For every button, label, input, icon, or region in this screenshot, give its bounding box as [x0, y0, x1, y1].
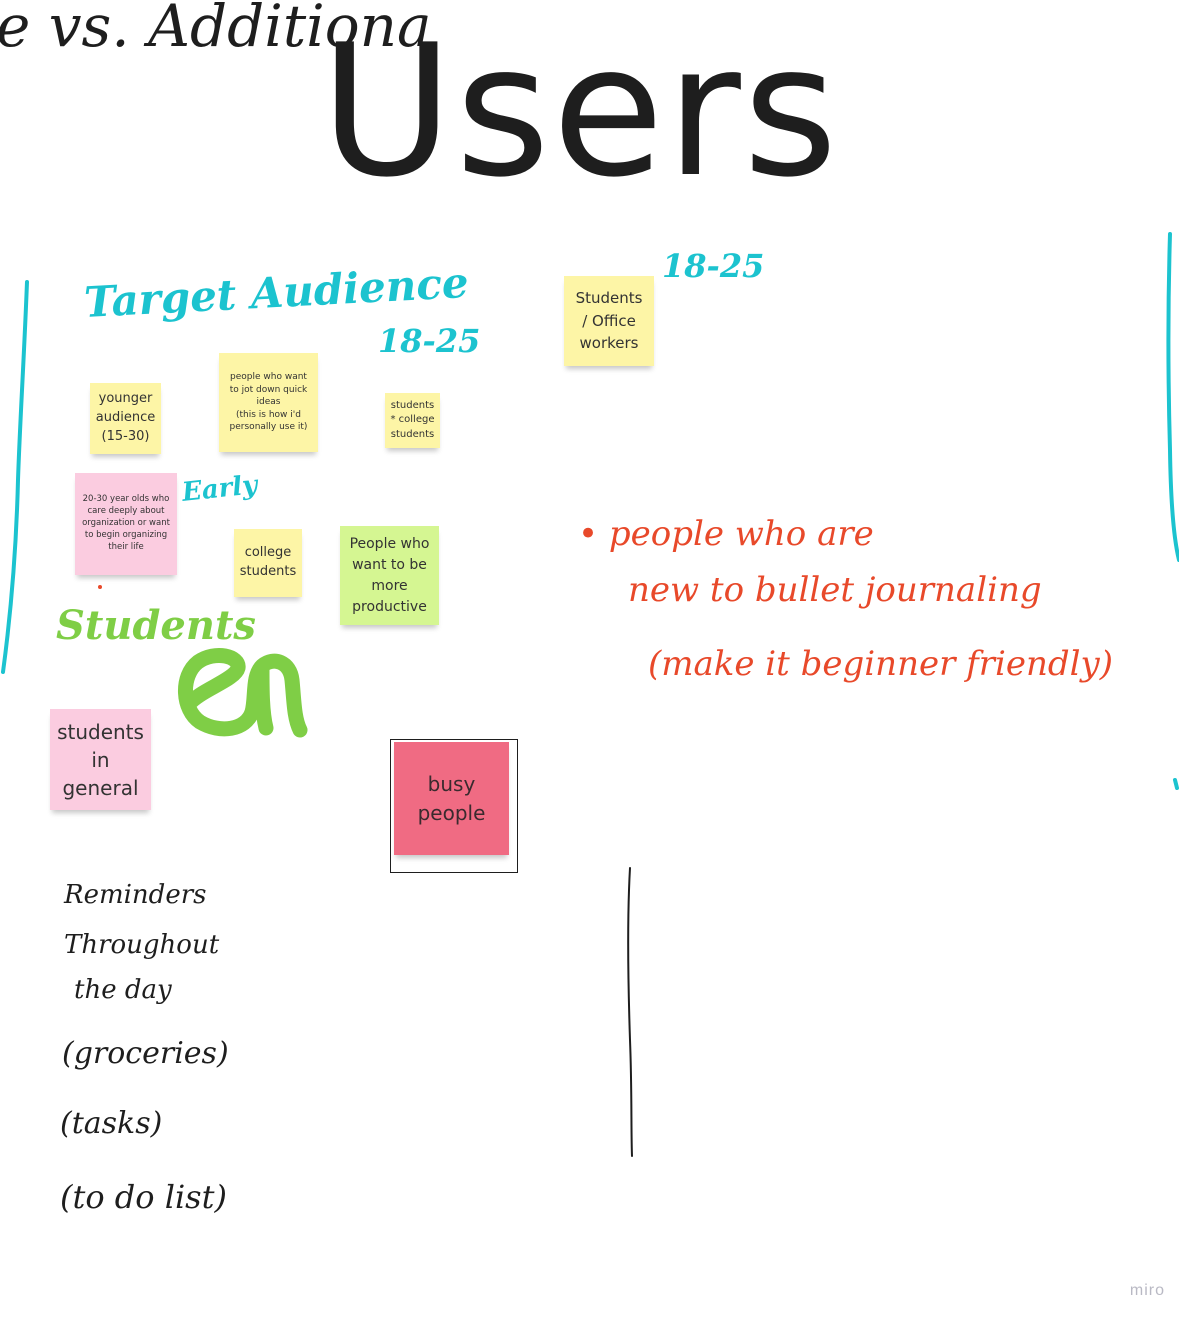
age-range-label-1: 18-25 [378, 322, 481, 360]
black-divider-line [627, 867, 633, 1157]
sticky-note-20-30-year-olds[interactable]: 20-30 year olds who care deeply about or… [75, 473, 177, 575]
reminders-line-5: (tasks) [60, 1106, 163, 1141]
reminders-line-1: Reminders [64, 880, 207, 910]
sticky-note-students-office-workers[interactable]: Students / Office workers [564, 276, 654, 366]
sticky-note-busy-people[interactable]: busy people [394, 742, 509, 855]
selection-frame[interactable] [390, 739, 518, 873]
board-title: Users [320, 5, 840, 217]
green-scribble-en [178, 647, 308, 738]
students-green-label: Students [56, 602, 256, 649]
red-dot [98, 585, 102, 589]
reminders-line-3: the day [74, 975, 172, 1005]
sticky-note-college-students[interactable]: college students [234, 529, 302, 597]
age-range-label-2: 18-25 [662, 247, 765, 285]
teal-bracket-right [1166, 232, 1179, 562]
sticky-note-college-students-small[interactable]: students * college students [385, 393, 440, 448]
miro-watermark: miro [1129, 1282, 1165, 1299]
bullet-note-line-1: • people who are [578, 514, 874, 554]
reminders-line-2: Throughout [64, 930, 220, 960]
teal-bracket-left [1, 280, 29, 674]
reminders-line-6: (to do list) [60, 1178, 227, 1216]
sticky-note-jot-down-ideas[interactable]: people who want to jot down quick ideas … [219, 353, 318, 452]
reminders-line-4: (groceries) [62, 1036, 229, 1071]
sticky-note-students-in-general[interactable]: students in general [50, 709, 151, 810]
top-scribble-text: e vs. Additiona [0, 0, 432, 60]
sticky-note-productive[interactable]: People who want to be more productive [340, 526, 439, 625]
bullet-note-line-2: new to bullet journaling [628, 570, 1042, 610]
teal-dot-right [1173, 778, 1179, 790]
sticky-note-younger-audience[interactable]: younger audience (15-30) [90, 383, 161, 454]
bullet-note-line-3: (make it beginner friendly) [648, 644, 1113, 684]
